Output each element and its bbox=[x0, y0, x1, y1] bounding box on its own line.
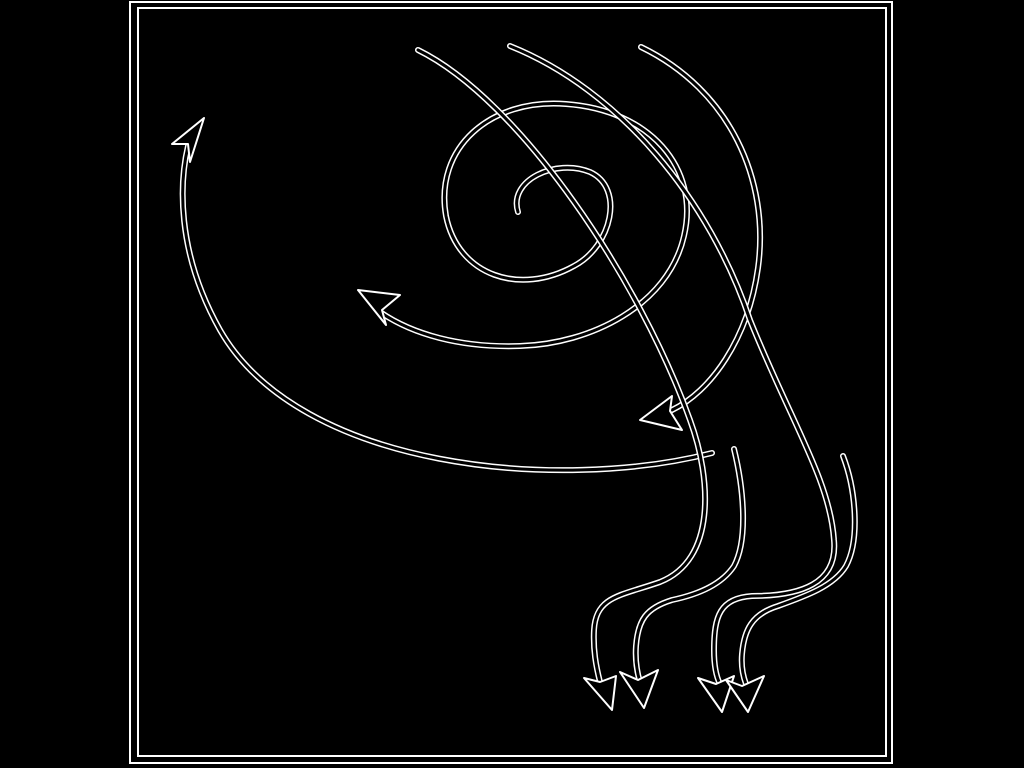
spiral-arrow bbox=[357, 100, 690, 350]
spiral-arrowhead bbox=[357, 289, 401, 326]
descending-arrow-2-shaft-inner bbox=[508, 44, 836, 686]
descending-arrow-4 bbox=[725, 453, 858, 713]
descending-arrow-3 bbox=[619, 446, 746, 709]
descending-arrow-2-arrowhead bbox=[697, 675, 735, 713]
spiral-shaft-inner bbox=[378, 102, 689, 348]
descending-arrow-1 bbox=[415, 47, 709, 711]
diagram-frame bbox=[129, 1, 893, 764]
descending-arrow-4-shaft-inner bbox=[740, 454, 857, 686]
right-arc-arrowhead bbox=[639, 395, 683, 431]
right-arc-shaft-inner bbox=[639, 45, 762, 412]
frame-outer-line bbox=[129, 1, 893, 764]
outer-left-arc-shaft-inner bbox=[181, 144, 714, 472]
outer-left-arc-arrowhead bbox=[171, 117, 205, 163]
frame-inner-line bbox=[137, 7, 887, 757]
descending-arrow-1-shaft-inner bbox=[416, 48, 707, 684]
descending-arrow-2 bbox=[507, 43, 838, 713]
descending-arrow-4-arrowhead bbox=[725, 675, 765, 713]
descending-arrow-3-arrowhead bbox=[619, 669, 659, 709]
descending-arrow-3-shaft-inner bbox=[634, 447, 745, 684]
descending-arrow-1-arrowhead bbox=[583, 675, 617, 711]
outer-left-arc-arrow bbox=[171, 117, 715, 474]
right-arc-arrow bbox=[638, 44, 764, 431]
